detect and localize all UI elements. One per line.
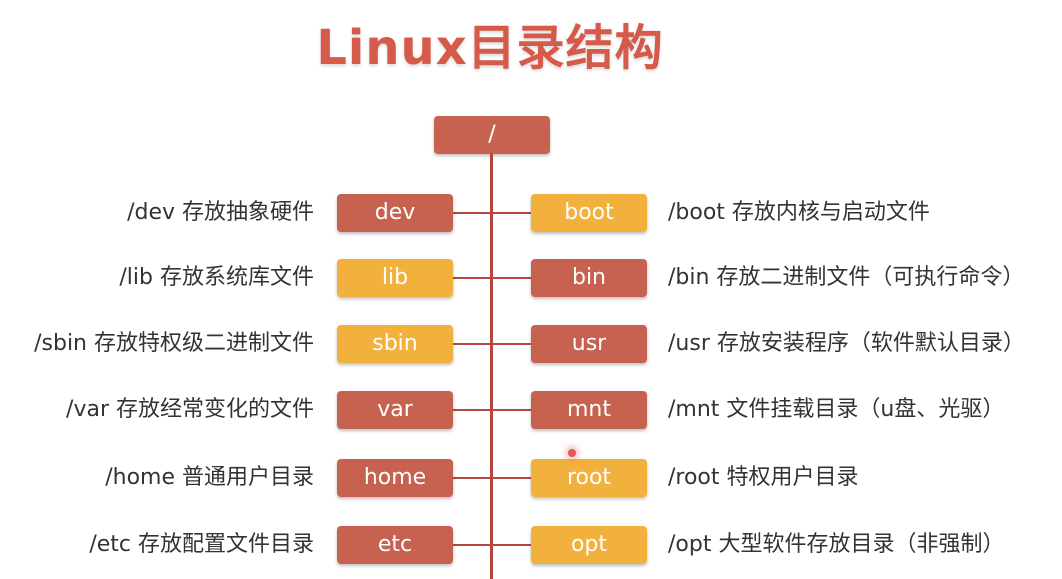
dir-node-dev: dev xyxy=(337,194,453,232)
dir-node-mnt: mnt xyxy=(531,391,647,429)
dir-desc-etc: /etc 存放配置文件目录 xyxy=(89,532,314,557)
branch-line-root xyxy=(491,477,531,479)
dir-node-home: home xyxy=(337,459,453,497)
branch-line-usr xyxy=(491,343,531,345)
dir-desc-root: /root 特权用户目录 xyxy=(668,465,859,490)
branch-line-boot xyxy=(491,212,531,214)
branch-line-home xyxy=(453,477,491,479)
dir-desc-lib: /lib 存放系统库文件 xyxy=(119,265,314,290)
branch-line-lib xyxy=(453,277,491,279)
branch-line-mnt xyxy=(491,409,531,411)
dir-node-etc: etc xyxy=(337,526,453,564)
cursor-pointer-dot xyxy=(568,449,576,457)
branch-line-etc xyxy=(453,544,491,546)
dir-desc-boot: /boot 存放内核与启动文件 xyxy=(668,200,930,225)
dir-desc-var: /var 存放经常变化的文件 xyxy=(66,397,314,422)
branch-line-bin xyxy=(491,277,531,279)
dir-node-root: root xyxy=(531,459,647,497)
branch-line-var xyxy=(453,409,491,411)
dir-node-sbin: sbin xyxy=(337,325,453,363)
tree-trunk-line xyxy=(490,153,493,579)
page-title: Linux目录结构 xyxy=(316,20,664,76)
dir-desc-home: /home 普通用户目录 xyxy=(105,465,314,490)
dir-desc-sbin: /sbin 存放特权级二进制文件 xyxy=(34,331,314,356)
dir-desc-dev: /dev 存放抽象硬件 xyxy=(127,200,314,225)
root-directory-node: / xyxy=(434,116,550,154)
dir-node-boot: boot xyxy=(531,194,647,232)
dir-desc-usr: /usr 存放安装程序（软件默认目录） xyxy=(668,331,1025,356)
dir-node-var: var xyxy=(337,391,453,429)
dir-desc-bin: /bin 存放二进制文件（可执行命令） xyxy=(668,265,1025,290)
branch-line-sbin xyxy=(453,343,491,345)
dir-desc-opt: /opt 大型软件存放目录（非强制） xyxy=(668,532,1005,557)
branch-line-opt xyxy=(491,544,531,546)
dir-node-bin: bin xyxy=(531,259,647,297)
dir-node-usr: usr xyxy=(531,325,647,363)
branch-line-dev xyxy=(453,212,491,214)
dir-node-opt: opt xyxy=(531,526,647,564)
dir-desc-mnt: /mnt 文件挂载目录（u盘、光驱） xyxy=(668,397,1005,422)
dir-node-lib: lib xyxy=(337,259,453,297)
